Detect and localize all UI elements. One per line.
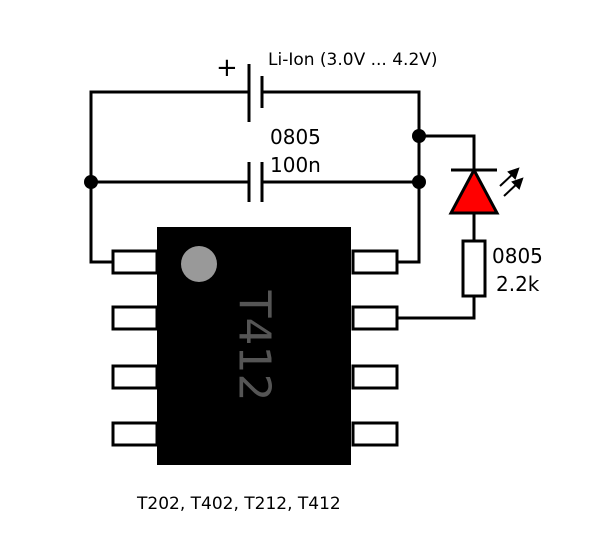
pin-6 xyxy=(351,364,399,390)
resistor-symbol xyxy=(461,239,487,298)
pin-3 xyxy=(111,364,159,390)
battery-plus-mark: + xyxy=(216,53,238,83)
wire-right-rail xyxy=(396,90,421,264)
capacitor-symbol xyxy=(247,162,264,202)
pin-1 xyxy=(111,249,159,275)
battery-symbol xyxy=(247,64,264,122)
junction-dot-led xyxy=(412,129,426,143)
junction-dot-cap-right xyxy=(412,175,426,189)
pin1-marker-dot xyxy=(181,246,217,282)
pin-7 xyxy=(351,305,399,331)
resistor-value-label: 2.2k xyxy=(496,272,540,296)
capacitor-package-label: 0805 xyxy=(270,125,321,149)
chip-marking: T412 xyxy=(229,290,280,402)
pin-5 xyxy=(351,421,399,447)
pin-2 xyxy=(111,305,159,331)
compatible-parts-caption: T202, T402, T212, T412 xyxy=(137,494,341,514)
junction-dot-left xyxy=(84,175,98,189)
wire-resistor-to-pin7 xyxy=(396,294,476,320)
capacitor-value-label: 100n xyxy=(270,153,321,177)
pin-8 xyxy=(351,249,399,275)
battery-label: Li-Ion (3.0V ... 4.2V) xyxy=(268,50,438,70)
led-emission-arrows xyxy=(499,167,524,197)
wire-led-anode xyxy=(417,134,476,172)
pin-4 xyxy=(111,421,159,447)
resistor-package-label: 0805 xyxy=(492,244,543,268)
led-symbol xyxy=(448,166,524,215)
